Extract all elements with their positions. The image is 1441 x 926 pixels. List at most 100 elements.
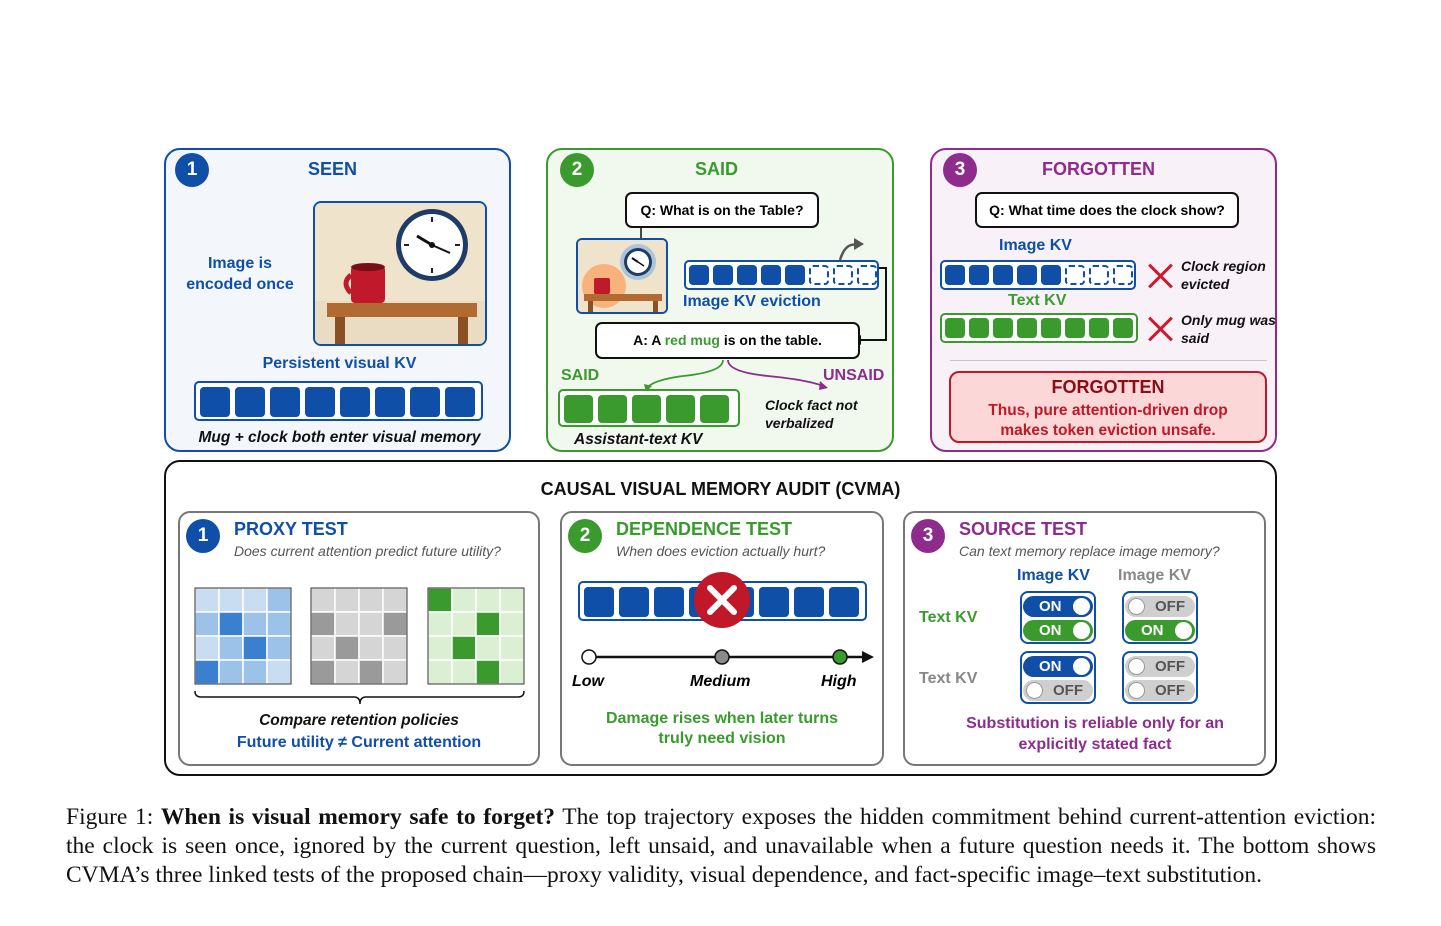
grid-cell [382, 635, 408, 661]
grid-cell [427, 659, 453, 685]
persistent-visual-kv [194, 381, 483, 421]
proxy-caption2: Future utility ≠ Current attention [236, 734, 482, 751]
evicted-kv-token [809, 265, 829, 285]
image-on-toggle[interactable]: ON [1023, 596, 1093, 617]
toggle-knob [1073, 658, 1090, 675]
said-title: SAID [695, 159, 739, 179]
grid-cell [382, 659, 408, 685]
retention-policy-grids [194, 587, 525, 705]
attention-grid [194, 587, 292, 685]
grid-cell [218, 611, 244, 637]
col-image-kv-on: Image KV [1017, 567, 1090, 584]
attention-heat-illustration [578, 240, 666, 312]
grid-cell [334, 659, 360, 685]
row-text-kv-on: Text KV [919, 609, 978, 626]
col-image-kv-off: Image KV [1118, 567, 1191, 584]
forgotten-alert-title: FORGOTTEN [1051, 377, 1165, 397]
grid-cell [475, 587, 501, 613]
text-on-toggle[interactable]: ON [1023, 620, 1093, 641]
kv-token [969, 318, 989, 338]
table-scene-image [313, 201, 487, 346]
seen-panel: 1 SEEN Image is encoded once Persistent … [164, 148, 511, 452]
baseline-grid [310, 587, 408, 685]
toggle-knob [1175, 622, 1192, 639]
grid-cell [266, 587, 292, 613]
forgotten-text-kv [940, 313, 1138, 343]
grid-cell [194, 659, 220, 685]
toggle-knob [1073, 598, 1090, 615]
scale-medium: Medium [690, 673, 751, 690]
grid-cell [242, 587, 268, 613]
grid-cell [427, 587, 453, 613]
evicted-kv-token [857, 265, 877, 285]
kv-token [737, 265, 757, 285]
grid-border [194, 587, 292, 685]
kv-token [829, 587, 859, 617]
image-off-toggle[interactable]: OFF [1125, 596, 1195, 617]
step-2-badge: 2 [560, 153, 594, 187]
kv-token [235, 387, 265, 417]
text-on-toggle[interactable]: ON [1125, 620, 1195, 641]
cond-image-on-text-off: ON OFF [1020, 651, 1096, 704]
grid-cell [310, 635, 336, 661]
evicted-kv-token [1065, 265, 1085, 285]
grid-border [310, 587, 408, 685]
toggle-knob [1128, 658, 1145, 675]
cvma-panel: CAUSAL VISUAL MEMORY AUDIT (CVMA) 1 PROX… [164, 460, 1277, 776]
grid-cell [358, 659, 384, 685]
forgotten-image-kv [940, 260, 1136, 290]
text-off-toggle[interactable]: OFF [1125, 680, 1195, 701]
seen-footer: Mug + clock both enter visual memory [198, 429, 481, 446]
step-1-badge: 1 [175, 153, 209, 187]
grid-cell [427, 635, 453, 661]
cond-image-on-text-on: ON ON [1020, 591, 1096, 644]
image-off-toggle[interactable]: OFF [1125, 656, 1195, 677]
grid-border [427, 587, 525, 685]
kv-token [1041, 265, 1061, 285]
evicted-kv-token [1089, 265, 1109, 285]
answer-prefix: A: A [633, 332, 665, 348]
said-scene-image [576, 238, 668, 314]
said-answer: A: A red mug is on the table. [595, 322, 860, 359]
kv-token [761, 265, 781, 285]
source-title: SOURCE TEST [959, 519, 1088, 539]
toggle-knob [1128, 598, 1145, 615]
kv-token [340, 387, 370, 417]
grid-cell [218, 659, 244, 685]
kv-token [1041, 318, 1061, 338]
grid-cell [310, 659, 336, 685]
grid-cell [218, 587, 244, 613]
grid-cell [334, 587, 360, 613]
kv-token [200, 387, 230, 417]
kv-token [700, 395, 729, 423]
source-badge: 3 [911, 519, 945, 553]
said-question: Q: What is on the Table? [625, 192, 819, 228]
proxy-title: PROXY TEST [234, 519, 348, 539]
text-off-toggle[interactable]: OFF [1023, 680, 1093, 701]
grid-cell [451, 587, 477, 613]
kv-token [969, 265, 989, 285]
evicted-kv-token [833, 265, 853, 285]
kv-token [445, 387, 475, 417]
grid-cell [382, 611, 408, 637]
kv-token [666, 395, 695, 423]
grid-cell [310, 611, 336, 637]
grid-cell [266, 635, 292, 661]
forgotten-question: Q: What time does the clock show? [975, 192, 1239, 228]
forgotten-alert-text: Thus, pure attention-driven drop makes t… [988, 402, 1228, 439]
cond-image-off-text-off: OFF OFF [1122, 651, 1198, 704]
figure-label: Figure 1: [66, 804, 161, 830]
text-kv-label: Text KV [1008, 292, 1067, 309]
dependence-caption: Damage rises when later turns truly need… [605, 710, 839, 747]
kv-token [270, 387, 300, 417]
grid-cell [382, 587, 408, 613]
grid-cell [218, 635, 244, 661]
assistant-text-kv-label: Assistant-text KV [574, 431, 703, 448]
figure-caption: Figure 1: When is visual memory safe to … [66, 803, 1376, 890]
image-on-toggle[interactable]: ON [1023, 656, 1093, 677]
proxy-caption1: Compare retention policies [259, 712, 459, 729]
grid-cell [310, 587, 336, 613]
step-3-badge: 3 [943, 153, 977, 187]
image-kv-evicting [684, 260, 879, 290]
grid-cell [499, 587, 525, 613]
